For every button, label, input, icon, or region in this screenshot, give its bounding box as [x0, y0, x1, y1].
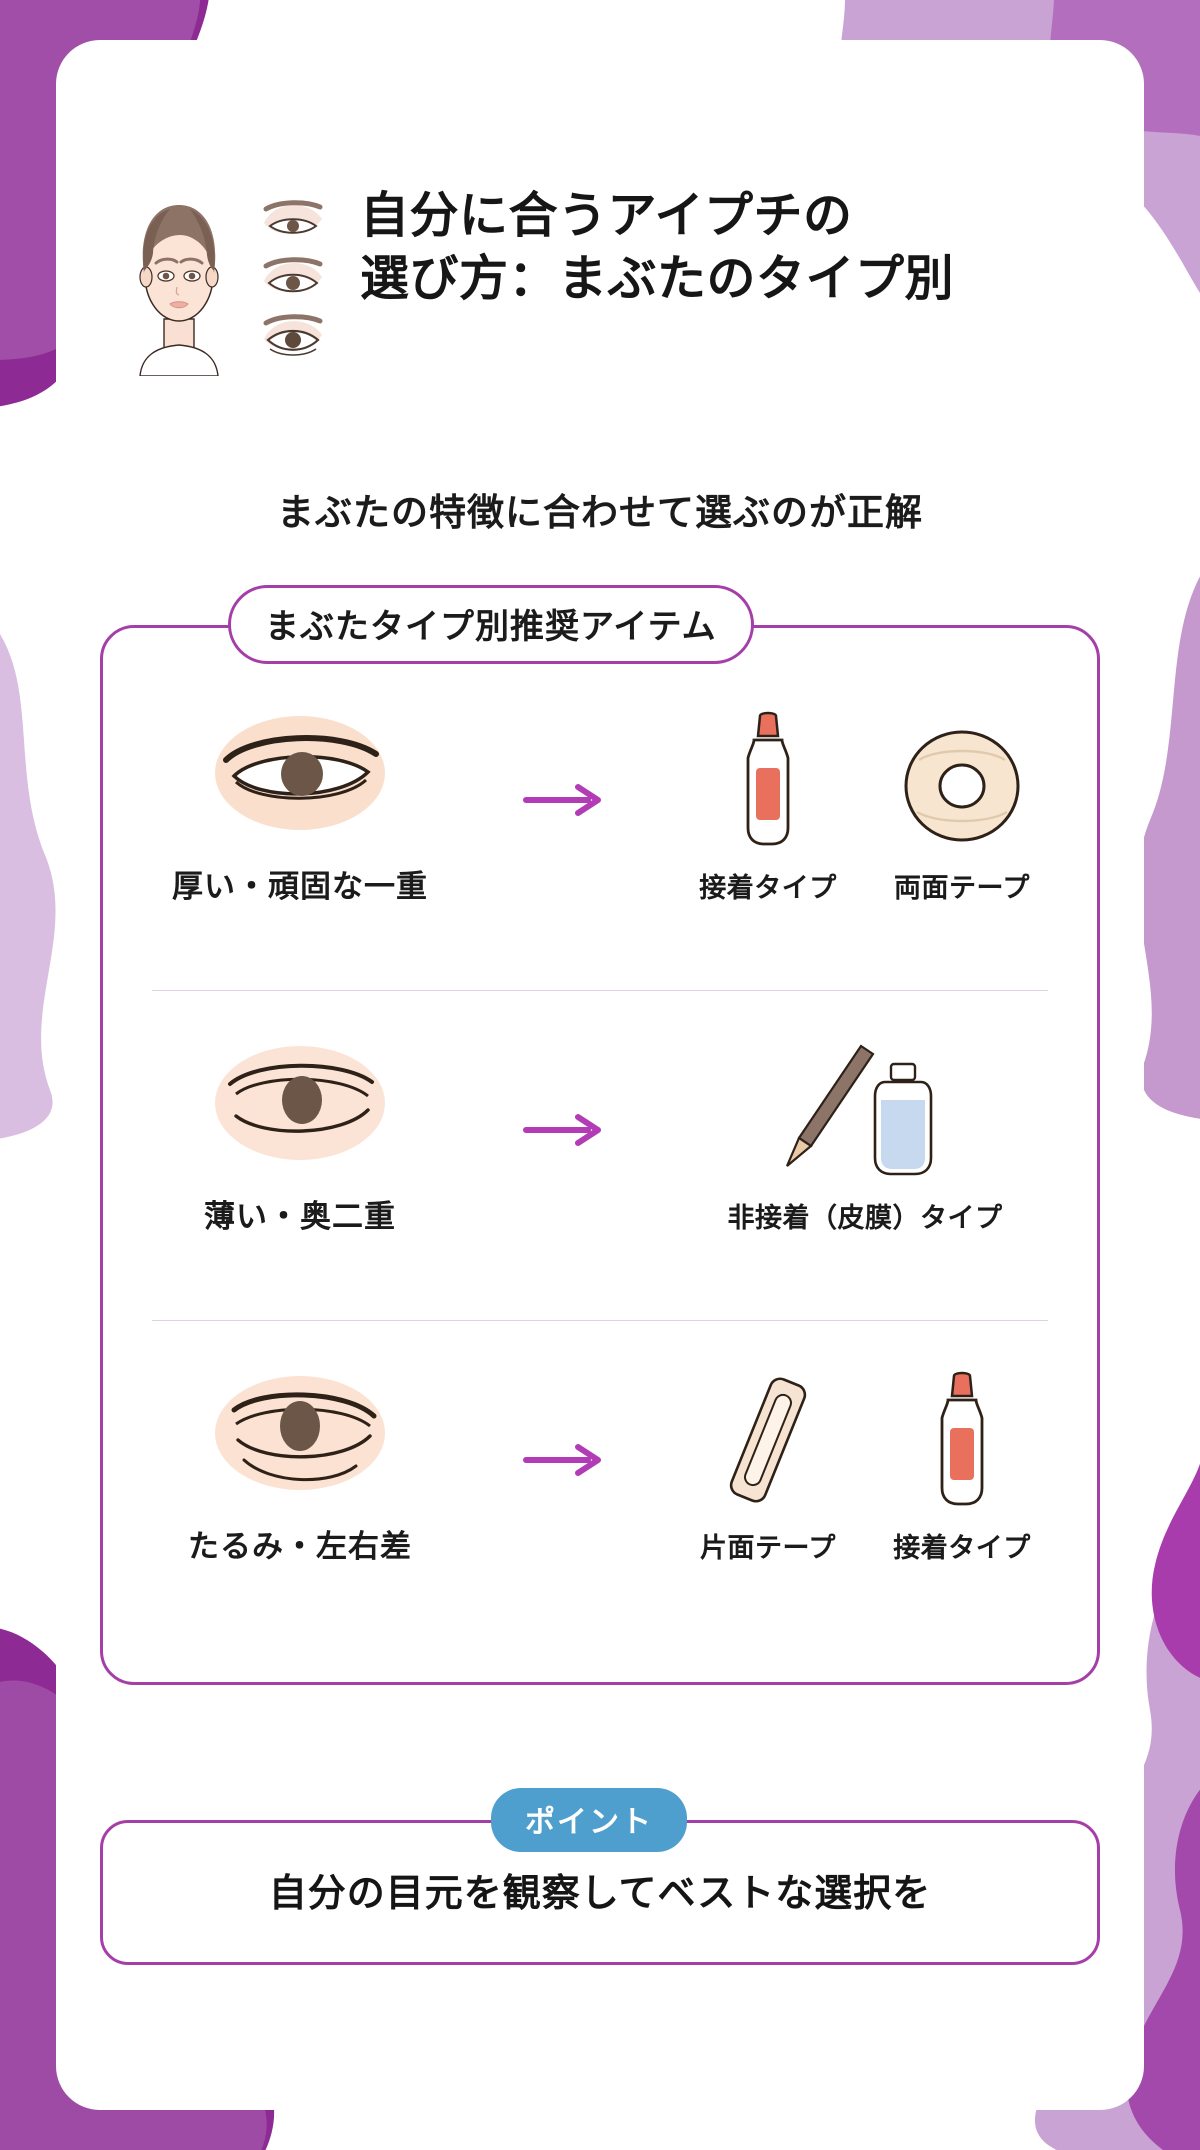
row-items-column: 接着タイプ 両面テープ: [630, 660, 1100, 905]
glue-bottle-icon: [882, 1368, 1042, 1510]
item-label: 片面テープ: [700, 1533, 836, 1563]
list-item: 両面テープ: [882, 708, 1042, 905]
list-item: 非接着（皮膜）タイプ: [700, 1038, 1030, 1235]
thick-monolid-eye-illustration-icon: [100, 708, 500, 843]
item-label: 非接着（皮膜）タイプ: [727, 1203, 1003, 1233]
point-badge: ポイント: [491, 1788, 687, 1852]
row-eye-column: 厚い・頑固な一重: [100, 660, 500, 906]
womans-face-illustration-icon: [120, 191, 238, 381]
item-label: 接着タイプ: [893, 1533, 1031, 1563]
point-text: 自分の目元を観察してベストな選択を: [268, 1873, 932, 1915]
single-sided-tape-strip-icon: [688, 1368, 848, 1510]
double-sided-tape-roll-icon: [882, 708, 1042, 850]
subtitle-text: まぶたの特徴に合わせて選ぶのが正解: [277, 492, 923, 533]
brush-and-bottle-icon: [700, 1038, 1030, 1180]
recommendation-rows: 厚い・頑固な一重: [100, 660, 1100, 1650]
title-line-2: 選び方：まぶたのタイプ別: [360, 251, 955, 306]
title-line-1: 自分に合うアイプチの: [360, 189, 853, 243]
row-label: たるみ・左右差: [188, 1529, 412, 1564]
list-item: 片面テープ: [688, 1368, 848, 1565]
list-item: 接着タイプ: [688, 708, 848, 905]
row-eye-column: 薄い・奥二重: [100, 990, 500, 1236]
page-title: 自分に合うアイプチの 選び方：まぶたのタイプ別: [350, 185, 1080, 310]
arrow-right-icon: [500, 990, 630, 1155]
arrow-right-icon: [500, 1320, 630, 1485]
recommendation-card-badge: まぶたタイプ別推奨アイテム: [228, 585, 754, 664]
table-row: たるみ・左右差: [100, 1320, 1100, 1650]
thin-inner-double-eye-illustration-icon: [100, 1038, 500, 1173]
saggy-asymmetric-eye-illustration-icon: [100, 1368, 500, 1503]
row-label: 薄い・奥二重: [204, 1199, 396, 1234]
glue-bottle-icon: [688, 708, 848, 850]
table-row: 厚い・頑固な一重: [100, 660, 1100, 990]
table-row: 薄い・奥二重: [100, 990, 1100, 1320]
arrow-right-icon: [500, 660, 630, 825]
list-item: 接着タイプ: [882, 1368, 1042, 1565]
row-items-column: 片面テープ 接着タイプ: [630, 1320, 1100, 1565]
page-header: 自分に合うアイプチの 選び方：まぶたのタイプ別: [120, 185, 1080, 381]
eye-type-samples-icon: [256, 193, 332, 365]
row-items-column: 非接着（皮膜）タイプ: [630, 990, 1100, 1235]
item-label: 両面テープ: [894, 873, 1030, 903]
item-label: 接着タイプ: [699, 873, 837, 903]
row-label: 厚い・頑固な一重: [172, 869, 428, 904]
row-eye-column: たるみ・左右差: [100, 1320, 500, 1566]
